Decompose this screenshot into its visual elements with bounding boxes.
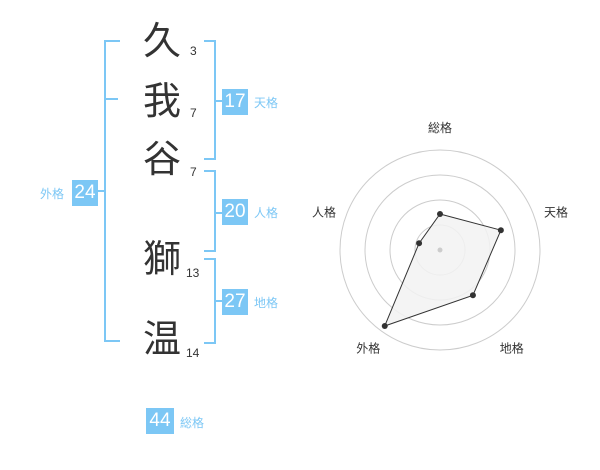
radar-axis-label: 人格	[312, 204, 336, 219]
radar-axis-label: 外格	[356, 341, 380, 356]
name-char-3: 谷	[142, 137, 181, 181]
jinkaku-connector	[214, 212, 222, 214]
stroke-count-3: 7	[190, 165, 197, 179]
radar-axis-label: 天格	[544, 204, 568, 219]
radar-data-point	[381, 323, 388, 330]
gaikaku-connector	[96, 190, 106, 192]
soukaku-value: 44	[146, 408, 174, 434]
tenkaku-label: 天格	[254, 96, 279, 110]
radar-grid-ring	[364, 174, 516, 326]
radar-data-point	[469, 292, 476, 299]
radar-data-point	[497, 227, 504, 234]
gaikaku-label: 外格	[40, 187, 65, 201]
gaikaku-bracket	[104, 40, 120, 342]
stroke-count-1: 3	[190, 44, 197, 58]
name-char-5: 温	[142, 317, 181, 361]
tenkaku-value: 17	[222, 89, 248, 115]
radar-data-point	[437, 211, 443, 217]
stroke-count-2: 7	[190, 106, 197, 120]
gaikaku-value: 24	[72, 180, 98, 206]
chikaku-value: 27	[222, 289, 248, 315]
jinkaku-label: 人格	[254, 206, 279, 220]
radar-axis-label: 総格	[428, 120, 452, 135]
jinkaku-bracket	[204, 170, 216, 252]
gaikaku-bracket-mid-tick	[104, 98, 118, 100]
soukaku-label: 総格	[180, 416, 205, 430]
tenkaku-connector	[214, 100, 222, 102]
radar-series-polygon	[383, 213, 502, 327]
radar-grid-ring	[339, 149, 541, 351]
name-char-2: 我	[142, 79, 181, 123]
radar-data-point	[416, 240, 423, 247]
stroke-count-4: 13	[186, 266, 200, 280]
name-char-1: 久	[142, 19, 181, 63]
radar-axis-label: 地格	[500, 341, 524, 356]
stroke-count-5: 14	[186, 346, 200, 360]
radar-center-point	[437, 247, 443, 253]
jinkaku-value: 20	[222, 199, 248, 225]
chikaku-connector	[214, 300, 222, 302]
name-char-4: 獅	[142, 237, 181, 281]
chikaku-label: 地格	[254, 296, 279, 310]
